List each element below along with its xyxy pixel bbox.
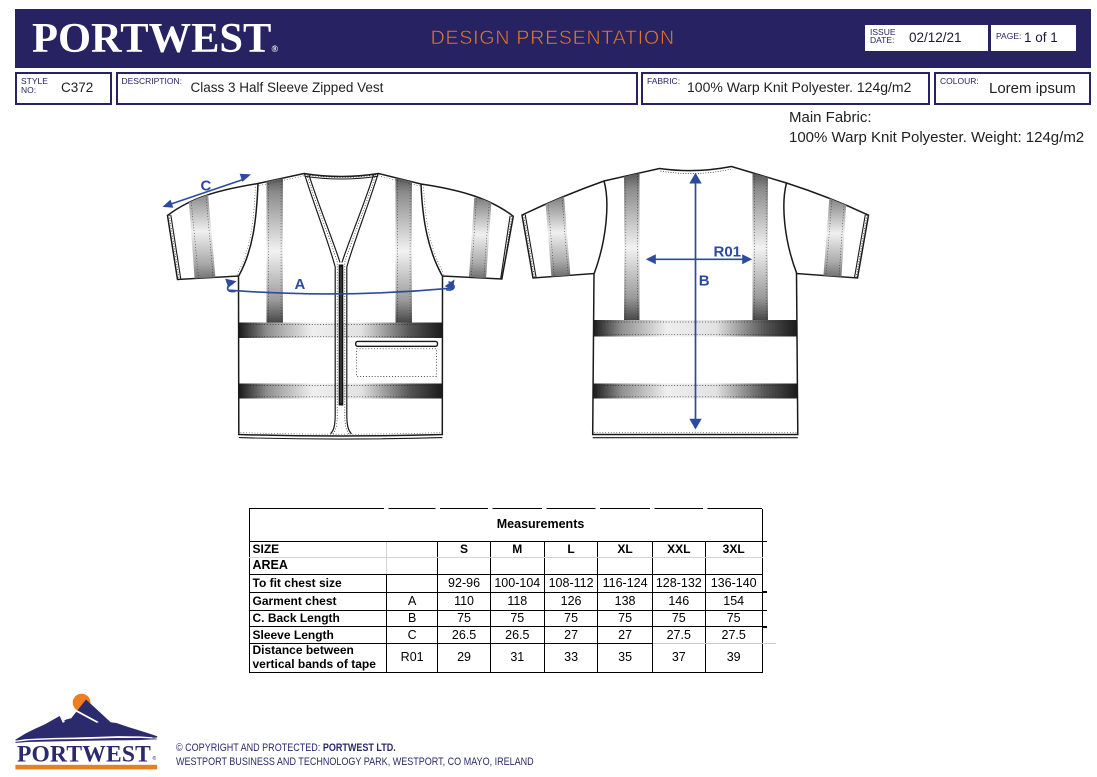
svg-text:PORTWEST: PORTWEST [17,741,151,767]
svg-text:C: C [201,178,212,195]
svg-text:A: A [295,276,306,293]
svg-text:B: B [699,272,710,289]
svg-text:R01: R01 [714,243,742,260]
svg-text:®: ® [153,755,157,762]
svg-text:™: ™ [151,736,156,742]
